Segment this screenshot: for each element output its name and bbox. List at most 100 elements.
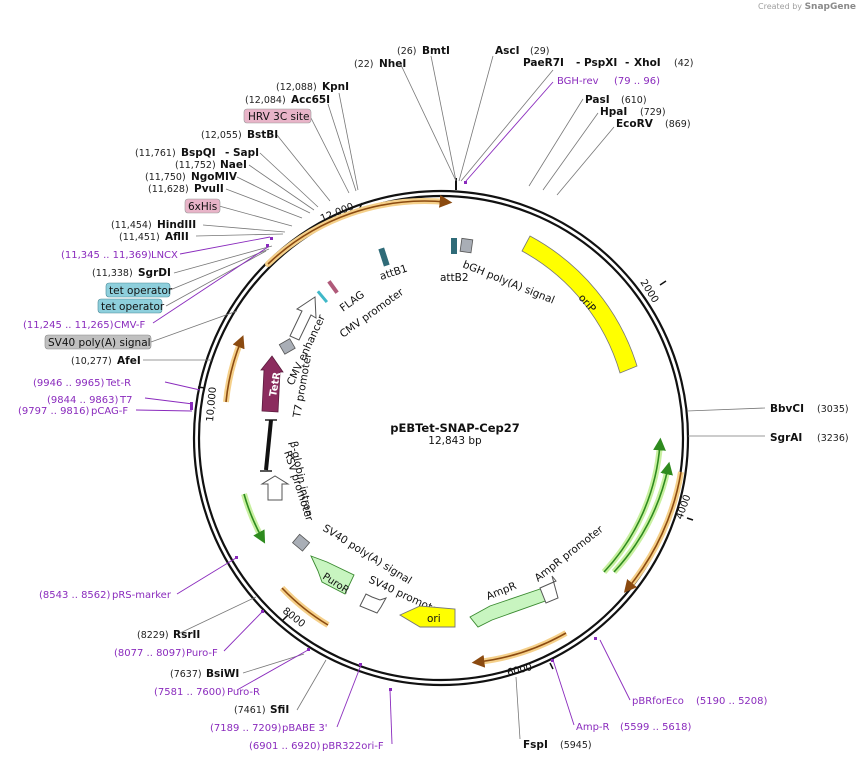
attb2-feature [451,238,457,254]
hindiii-label: HindIII [157,219,196,231]
naei-pos: (11,752) [175,160,216,171]
t7-label: T7 [119,395,132,406]
orf-arc-left-line [225,335,245,403]
backbone-outer [192,189,690,687]
afei-pos: (10,277) [71,356,112,367]
xhoi-label: XhoI [634,57,661,69]
puro-f-range: (8077 .. 8097) [114,648,186,659]
tick-6000: 6000 [506,662,533,679]
tetr-feature [260,355,284,413]
tick-10000: 10,000 [205,386,219,422]
sgrdi-pos: (11,338) [92,268,133,279]
sgrai-pos: (3236) [817,433,849,444]
tet-operator-1-box [105,282,171,298]
lncx-label: LNCX [151,250,178,261]
dash1: - [576,57,580,69]
ori-label: ori [427,613,441,625]
dash2: - [625,57,629,69]
beta-globin-intron [264,419,273,471]
tet-operator-1-label: tet operator [109,285,173,297]
cmv-marker [316,290,329,304]
prs-marker-label: pRS-marker [112,590,172,601]
sgrai-label: SgrAI [770,432,802,444]
sv40-polya-box [44,334,152,350]
pbr322ori-f-label: pBR322ori-F [322,741,384,752]
orf-arc-right-green2-line [613,461,673,573]
hindiii-pos: (11,454) [111,220,152,231]
acc65i-label: Acc65I [291,94,330,106]
rsrii-pos: (8229) [137,630,169,641]
ori-feature [399,605,456,628]
pvuii-label: PvuII [194,183,224,195]
ampr-promoter-arrow [539,575,559,604]
ecorv-pos: (869) [665,119,691,130]
aflii-label: AflII [165,231,189,243]
sgrdi-label: SgrDI [138,267,171,279]
bstbi-label: BstBI [247,129,278,141]
cmv-f-label: CMV-F [114,320,145,331]
orf-arc-right-green1-line [603,437,666,573]
pbrforeco-range: (5190 .. 5208) [696,696,768,707]
orf-arc-green-left-line [243,493,266,544]
sv40-polya-feature [291,533,311,552]
orip-feature [521,235,638,374]
pspxi-label: PspXI [584,57,617,69]
bspqi-label: BspQI [181,147,216,159]
pasi-label: PasI [585,94,610,106]
naei-label: NaeI [220,159,247,171]
nhei-pos: (22) [354,59,374,70]
primer-lines [135,81,631,745]
cmv-f-range: (11,245 .. 11,265) [23,320,114,331]
xhoi-pos: (42) [674,58,694,69]
ecorv-label: EcoRV [616,118,654,130]
ampr-promoter-label: AmpR promoter [532,523,606,584]
puro-r-label: Puro-R [227,687,260,698]
ngomiv-pos: (11,750) [145,172,186,183]
cmv-enhancer-arrow [289,296,317,341]
puro-r-range: (7581 .. 7600) [154,687,226,698]
sv40-promoter-arrow [359,593,388,614]
pbrforeco-label: pBRforEco [632,696,684,707]
sfii-label: SfiI [270,704,289,716]
tet-r-range: (9946 .. 9965) [33,378,105,389]
tet-operator-2-box [97,298,163,314]
hpai-pos: (729) [640,107,666,118]
attb1-label: attB1 [378,263,409,283]
snapgene-credit: Created by SnapGene [758,2,856,12]
aflii-pos: (11,451) [119,232,160,243]
primer-markers [190,181,597,691]
bstbi-pos: (12,055) [201,130,242,141]
lncx-range: (11,345 .. 11,369) [61,250,152,261]
hpai-label: HpaI [600,106,627,118]
tet-operator-2-label: tet operator [101,301,165,313]
prs-marker-range: (8543 .. 8562) [39,590,111,601]
tet-r-label: Tet-R [105,378,131,389]
leader-lines [143,55,766,740]
pasi-pos: (610) [621,95,647,106]
paer7i-label: PaeR7I [523,57,564,69]
acc65i-pos: (12,084) [245,95,286,106]
sfii-pos: (7461) [234,705,266,716]
ngomiv-label: NgoMIV [191,171,238,183]
hrv-3c-label: HRV 3C site [248,111,309,123]
sapi-label: SapI [233,147,259,159]
asci-pos: (29) [530,46,550,57]
flag-label: FLAG [338,289,367,315]
kpni-pos: (12,088) [276,82,317,93]
pbabe3-label: pBABE 3' [282,723,328,734]
pvuii-pos: (11,628) [148,184,189,195]
orf-arc-right-orange-line [623,471,682,593]
orf-arc-left [223,339,244,403]
bbvci-label: BbvCI [770,403,804,415]
bsiwi-pos: (7637) [170,669,202,680]
bbvci-pos: (3035) [817,404,849,415]
cmv-promoter-label: CMV promoter [338,286,407,341]
dash3: - [225,147,229,159]
pcag-f-label: pCAG-F [91,406,128,417]
kpni-label: KpnI [322,81,349,93]
flag-feature [327,280,339,294]
plasmid-size: 12,843 bp [428,435,482,447]
puror-feature [310,555,355,595]
attb2-label: attB2 [440,272,469,284]
pcag-f-range: (9797 .. 9816) [18,406,90,417]
